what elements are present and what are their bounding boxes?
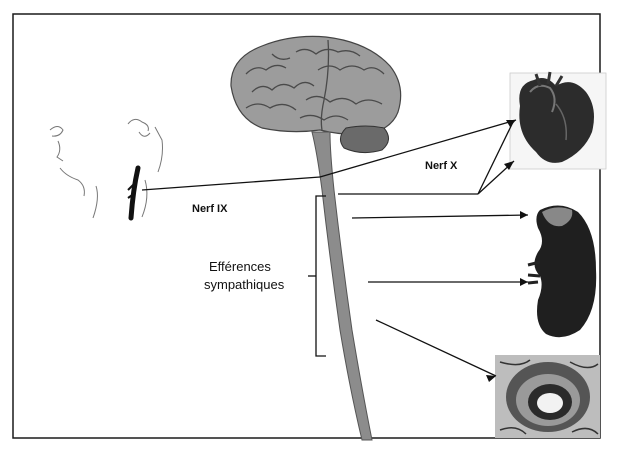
spinal-cord-icon <box>312 132 372 440</box>
efferences-label-line2: sympathiques <box>204 277 284 292</box>
sympathetic-line-to-vessel <box>376 320 496 376</box>
kidney-icon <box>528 205 596 337</box>
efferences-label-line1: Efférences <box>209 259 271 274</box>
efferences-bracket <box>316 196 326 356</box>
face-profile-icon <box>50 119 163 218</box>
sympathetic-line-to-kidney-top <box>352 215 528 218</box>
heart-icon <box>510 72 606 169</box>
blood-vessel-section-icon <box>495 355 600 438</box>
nerve-ix-line <box>142 177 320 190</box>
nerf-ix-label: Nerf IX <box>192 203 227 215</box>
nerf-x-label: Nerf X <box>425 160 457 172</box>
